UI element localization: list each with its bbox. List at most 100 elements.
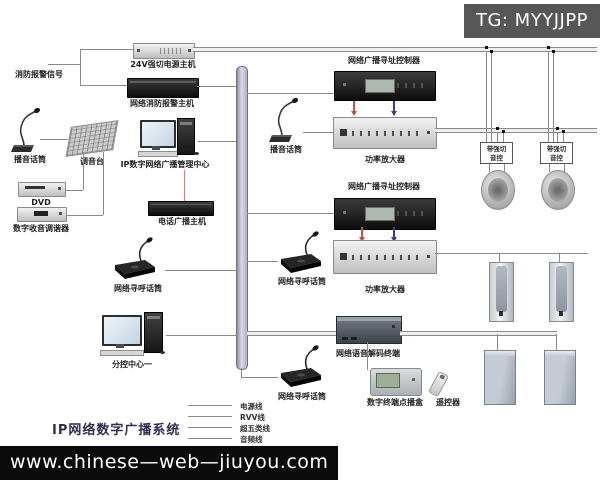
junction-dot: [547, 46, 550, 49]
speaker-port: [499, 311, 504, 317]
tg-watermark: TG: MYYJJPP: [464, 4, 600, 38]
amp-power-switch: [340, 253, 347, 260]
monitor: [140, 120, 176, 148]
fire-alarm-host-device: [127, 78, 199, 98]
legend-line-power: [188, 405, 232, 406]
mouse: [160, 351, 165, 354]
amp-knob: [427, 131, 430, 134]
column-speaker-2: [549, 262, 574, 322]
dvd-button: [58, 187, 61, 190]
wire-pole-to-bottom-mic: [241, 377, 278, 378]
remote-control-device: [428, 370, 449, 398]
volume-ctrl-text-1: 带强切: [546, 145, 567, 153]
amp1-output-pipe: [435, 128, 597, 133]
device-screw: [188, 49, 191, 52]
wire-vol1-spk-a: [489, 164, 490, 172]
legend-line-cat5: [188, 427, 232, 428]
speaker-cone: [488, 178, 508, 202]
speaker-top-face: [485, 351, 515, 356]
power-bus-pipe: [193, 47, 597, 52]
paging-mic-mid-label: 网络寻呼话筒: [278, 277, 326, 286]
mgmt-center-computer: [138, 118, 200, 160]
sub-control-label: 分控中心一: [112, 360, 152, 369]
controller-buttons: [397, 211, 427, 216]
device-highlight: [151, 204, 211, 205]
addr-controller1-device: [334, 71, 436, 101]
keyboard: [100, 350, 144, 356]
ceiling-speaker-1: [481, 170, 515, 210]
wire-subcontrol-to-pole: [166, 335, 237, 336]
controller-knob: [343, 211, 346, 214]
junction-dot: [556, 127, 559, 130]
drive-bay: [147, 316, 160, 319]
dvd-label: DVD: [31, 198, 51, 207]
drop-powerbus-2b: [553, 52, 554, 142]
wire-to-24v-host: [80, 49, 133, 50]
lcd-screen: [365, 207, 395, 221]
wire-mgmt-to-pole: [198, 141, 237, 142]
signal-arrow-blue: [391, 227, 397, 242]
volume-ctrl-box-2: 带强切 音控: [540, 142, 573, 164]
remote-label: 遥控器: [436, 398, 460, 407]
device-screw: [137, 49, 140, 52]
signal-arrow-red: [351, 101, 357, 116]
network-bus-pole: [236, 66, 248, 370]
broadcast-mic-mid-label: 播音话筒: [270, 145, 302, 154]
speaker-grille: [496, 266, 507, 312]
mgmt-center-label: IP数字网络广播管理中心: [120, 160, 210, 169]
decoder-port: [342, 337, 348, 340]
tower: [177, 118, 195, 155]
controller-buttons: [397, 83, 427, 88]
decoder-port: [351, 337, 357, 340]
phone-host-device: [148, 201, 214, 216]
phone-host-label: 电话广播主机: [158, 217, 206, 226]
ceiling-speaker-2: [541, 170, 575, 210]
junction-dot: [485, 46, 488, 49]
power-amp2-device: [333, 240, 437, 274]
wire-fire-signal-stub: [48, 64, 80, 65]
drop-boxspk-1: [497, 334, 498, 352]
broadcast-mic-left: [10, 106, 46, 152]
legend-label-rvv: RVV线: [240, 413, 265, 422]
speaker-cone: [548, 178, 568, 202]
tuner-window: [34, 211, 48, 216]
addr-controller1-label: 网络广播寻址控制器: [348, 56, 420, 65]
tuner-device: [17, 207, 67, 222]
paging-mic-bottom-label: 网络寻呼话筒: [278, 392, 326, 401]
gooseneck-mic-icon: [269, 97, 299, 142]
legend-line-rvv: [188, 416, 232, 417]
wire-midmic-to-amp1: [303, 132, 333, 133]
drop-boxspk-2: [556, 334, 557, 352]
legend-label-audio: 音频线: [240, 435, 263, 444]
paging-mic-mid: [276, 228, 324, 274]
device-highlight: [130, 81, 196, 83]
mouse: [194, 152, 199, 155]
junction-dot: [502, 130, 505, 133]
addr-controller2-label: 网络广播寻址控制器: [348, 182, 420, 191]
signal-arrow-blue: [391, 101, 397, 116]
dvd-device: [18, 182, 66, 197]
decoder-led: [392, 325, 395, 328]
paging-mic-icon: [281, 345, 321, 387]
drive-bay: [180, 122, 192, 125]
wire-pole-to-decoder: [247, 331, 337, 336]
24v-power-host-label: 24V强切电源主机: [130, 60, 196, 69]
tuner-label: 数字收音调谐器: [13, 224, 69, 233]
monitor-stand: [116, 344, 124, 348]
legend-line-audio: [188, 438, 232, 439]
legend-label-power: 电源线: [240, 402, 263, 411]
amp-knobs: [352, 255, 422, 260]
drop-colspk-2: [559, 253, 560, 262]
mixer-label: 调音台: [80, 157, 104, 166]
wire-mixer-dvd-riser: [83, 152, 84, 190]
drop-colspk-1: [499, 253, 500, 262]
paging-mic-icon: [281, 231, 321, 273]
keyboard: [138, 151, 178, 157]
amp-power-switch: [340, 129, 347, 136]
junction-dot: [562, 130, 565, 133]
wire-vol1-spk-b: [504, 164, 505, 172]
wire-phone-to-mgmt: [184, 170, 185, 201]
speaker-top-face: [545, 351, 575, 356]
drop-ampbus-1a: [497, 133, 498, 142]
wire-dvd-link: [62, 190, 83, 191]
